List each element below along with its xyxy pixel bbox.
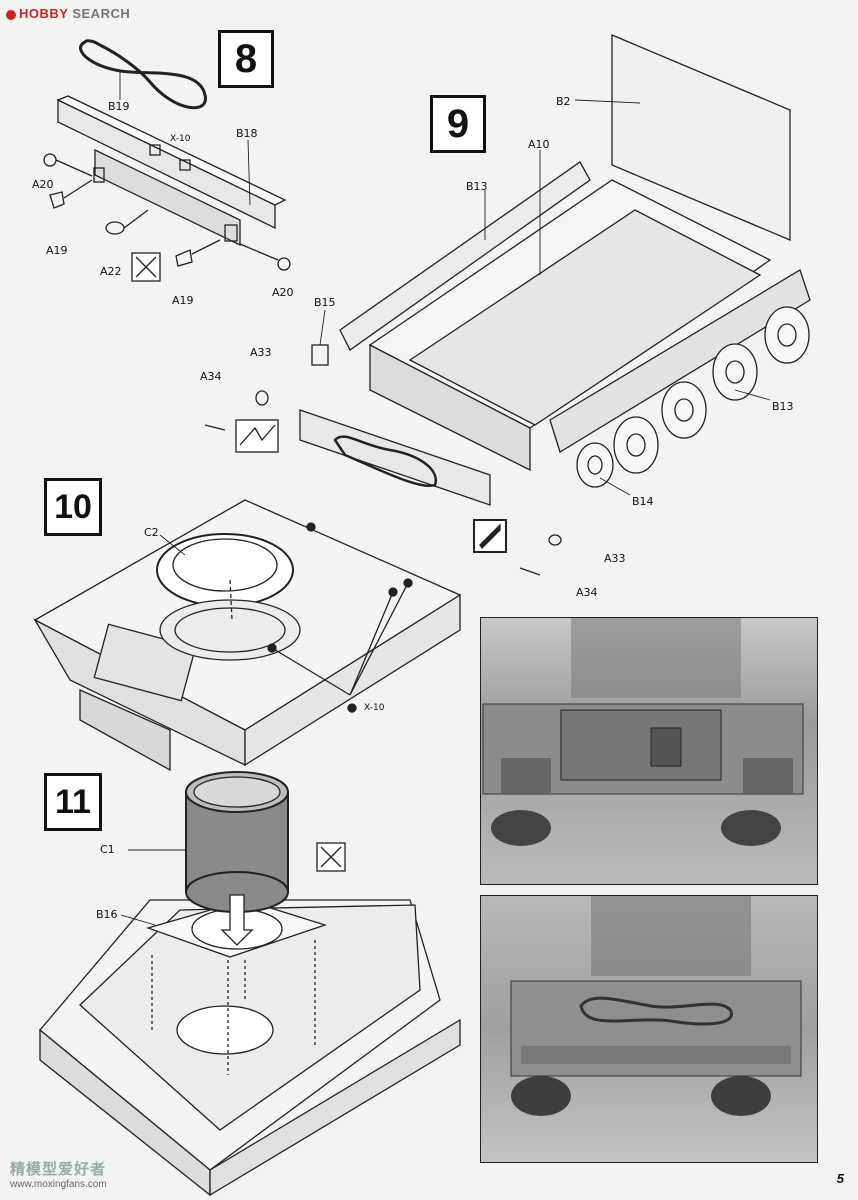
part-label: B2 bbox=[556, 95, 571, 108]
logo-brand-red: HOBBY bbox=[19, 6, 69, 21]
part-label: A19 bbox=[46, 244, 68, 257]
part-label: X-10 bbox=[170, 134, 191, 144]
hobbysearch-logo: HOBBY SEARCH bbox=[6, 6, 130, 21]
watermark-url: www.moxingfans.com bbox=[10, 1179, 107, 1190]
part-label: A22 bbox=[100, 265, 122, 278]
model-photo-rear-closed bbox=[480, 895, 818, 1163]
step-10-number: 10 bbox=[54, 487, 92, 526]
part-label: X-10 bbox=[364, 703, 385, 713]
step-8-number: 8 bbox=[234, 36, 258, 81]
step-11-number: 11 bbox=[55, 782, 91, 821]
part-label: C1 bbox=[100, 843, 115, 856]
part-label: B13 bbox=[466, 180, 488, 193]
step-8-box: 8 bbox=[218, 30, 274, 88]
part-label: B18 bbox=[236, 127, 258, 140]
part-label: B14 bbox=[632, 495, 654, 508]
part-label: A34 bbox=[200, 370, 222, 383]
part-label: B16 bbox=[96, 908, 118, 921]
part-label: B19 bbox=[108, 100, 130, 113]
photo-rear-closed-image bbox=[481, 896, 817, 1162]
site-watermark: 精模型爱好者 www.moxingfans.com bbox=[10, 1158, 107, 1190]
model-photo-rear-open bbox=[480, 617, 818, 885]
part-label: C2 bbox=[144, 526, 159, 539]
part-label: A10 bbox=[528, 138, 550, 151]
photo-rear-open-image bbox=[481, 618, 817, 884]
part-label: A33 bbox=[604, 552, 626, 565]
step-9-number: 9 bbox=[446, 101, 470, 146]
part-label: A20 bbox=[272, 286, 294, 299]
page-number: 5 bbox=[836, 1171, 844, 1186]
step-10-box: 10 bbox=[44, 478, 102, 536]
part-label: A20 bbox=[32, 178, 54, 191]
part-label: B13 bbox=[772, 400, 794, 413]
part-label: B15 bbox=[314, 296, 336, 309]
logo-icon bbox=[6, 9, 16, 20]
watermark-cn: 精模型爱好者 bbox=[10, 1161, 107, 1178]
step-11-box: 11 bbox=[44, 773, 102, 831]
step-9-box: 9 bbox=[430, 95, 486, 153]
part-label: A34 bbox=[576, 586, 598, 599]
logo-brand-grey: SEARCH bbox=[72, 6, 131, 21]
part-label: A19 bbox=[172, 294, 194, 307]
part-label: A33 bbox=[250, 346, 272, 359]
